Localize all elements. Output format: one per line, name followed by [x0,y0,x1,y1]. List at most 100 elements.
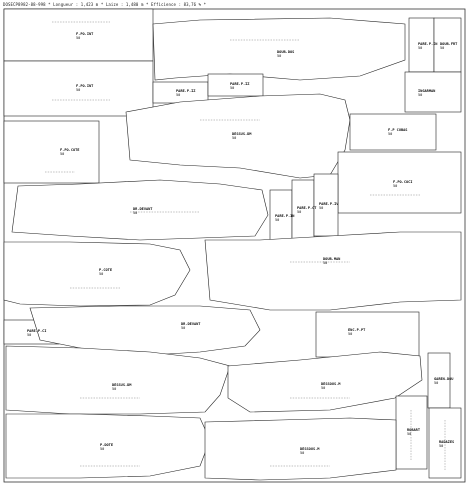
piece-outline-p10 [349,113,437,151]
piece-name: ROBART [407,428,420,432]
piece-qty: 50 [27,333,32,338]
piece-name: DOUB.DOS [277,50,295,54]
piece-qty: 50 [440,46,445,51]
piece-outline-p20 [29,305,261,356]
piece-outline-p09 [125,93,351,179]
piece-name: F.P CUBAS [388,128,408,132]
piece-qty: 50 [232,136,237,141]
piece-outline-p05 [433,17,462,73]
piece-qty: 50 [300,451,305,456]
piece-name: RADAZES [439,440,455,444]
piece-qty: 50 [181,326,186,331]
piece-name: GAREN.DOU [434,377,454,381]
piece-name: F.PO.COTE [60,148,80,152]
piece-name: PARE.P.IZ [230,82,250,86]
piece-name: P.COTE [99,268,112,272]
piece-qty: 50 [393,184,398,189]
piece-outline-p25 [395,395,428,470]
piece-name: DR.DEVANT [133,207,153,211]
piece-name: PARE.P.IN [275,214,295,218]
piece-outline-p18 [204,231,462,311]
piece-qty: 50 [76,88,81,93]
piece-name: PARE.P.CT [297,206,317,210]
piece-name: DESSOUS.M [300,447,320,451]
piece-qty: 50 [418,46,423,51]
piece-name: DESSUS.DM [232,132,252,136]
piece-qty: 50 [275,218,280,223]
piece-name: DR.DEVANT [181,322,201,326]
piece-qty: 50 [439,444,444,449]
piece-qty: 50 [176,93,181,98]
piece-outline-p11 [3,120,100,184]
piece-qty: 50 [297,210,302,215]
piece-name: INGARMAN [418,89,436,93]
marker-header: DOSECP8982-88-998 * Longueur : 1,423 m *… [3,2,207,7]
piece-name: ENC.P.PT [348,328,366,332]
piece-name: DOUB.MAN [323,257,341,261]
piece-qty: 50 [60,152,65,157]
piece-outline-p22 [5,345,231,415]
piece-outline-p16 [313,173,339,237]
piece-qty: 50 [348,332,353,337]
piece-qty: 50 [388,132,393,137]
piece-outline-p13 [11,179,269,241]
piece-qty: 50 [76,36,81,41]
piece-name: PARE.P.IZ [176,89,196,93]
piece-outline-p01 [3,8,154,62]
piece-qty: 50 [321,386,326,391]
piece-outline-p27 [204,417,397,481]
piece-qty: 50 [434,381,439,386]
piece-qty: 50 [323,261,328,266]
piece-qty: 50 [319,206,324,211]
piece-qty: 50 [407,432,412,437]
piece-qty: 50 [230,86,235,91]
piece-outline-p12 [337,151,462,214]
piece-qty: 50 [277,54,282,59]
piece-name: F.PO.COCI [393,180,413,184]
piece-name: PARE.P.IN [418,42,438,46]
piece-outline-p17 [3,241,191,307]
piece-name: P.DOTE [100,443,113,447]
piece-outline-p08 [404,71,462,113]
piece-name: PARE.P.IV [319,202,339,206]
piece-qty: 50 [99,272,104,277]
piece-name: F.PO.INT [76,32,94,36]
piece-outline-p07 [207,73,264,97]
piece-name: DESSOUS.M [321,382,341,386]
piece-qty: 50 [112,387,117,392]
piece-name: F.PO.INT [76,84,94,88]
piece-outline-p23 [227,351,423,413]
piece-qty: 50 [100,447,105,452]
piece-outline-p02 [3,60,154,117]
piece-name: DESSUS.DM [112,383,132,387]
piece-outline-p03 [152,17,406,81]
